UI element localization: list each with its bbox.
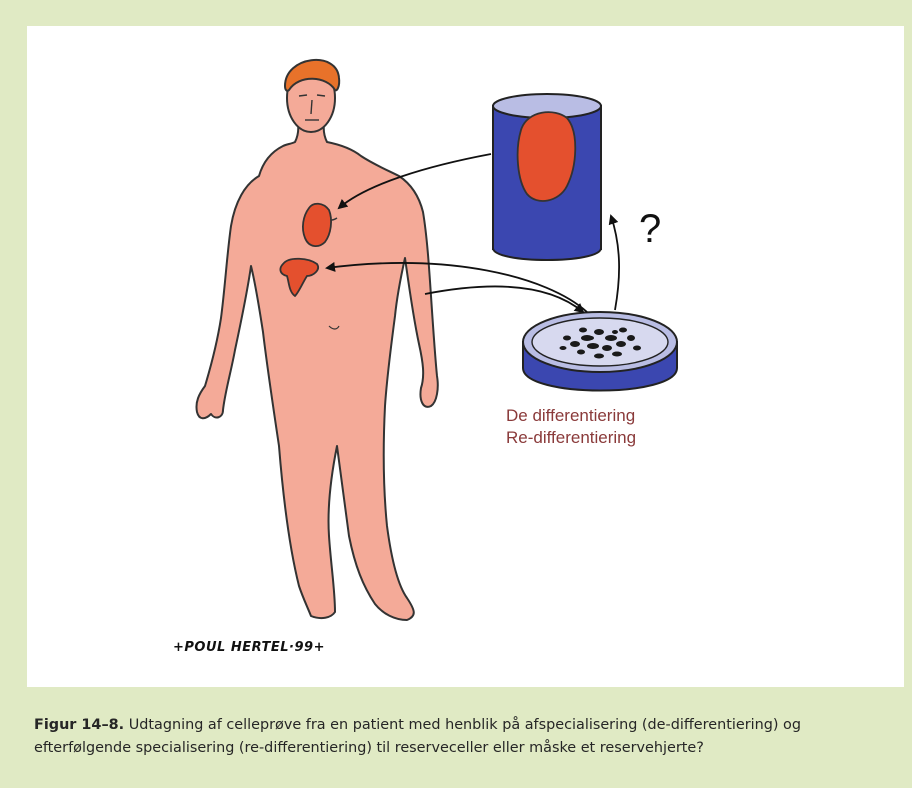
caption-label: Figur 14–8. <box>34 717 124 733</box>
caption-text: Udtagning af celleprøve fra en patient m… <box>34 717 801 756</box>
artist-signature: +POUL HERTEL·99+ <box>173 640 325 655</box>
arrow-body-to-dish <box>425 287 583 312</box>
figure-caption: Figur 14–8. Udtagning af celleprøve fra … <box>34 714 894 760</box>
figure-panel: ? De differentiering Re-differentiering … <box>27 26 904 687</box>
label-re-differentiering: Re-differentiering <box>506 428 636 447</box>
heart-organ <box>303 204 331 246</box>
human-body <box>196 118 437 620</box>
question-mark: ? <box>639 207 661 251</box>
arrow-dish-to-question <box>611 216 619 310</box>
label-de-differentiering: De differentiering <box>506 406 635 425</box>
culture-cylinder <box>493 94 601 260</box>
illustration: ? De differentiering Re-differentiering … <box>27 26 904 687</box>
grown-heart <box>518 112 576 201</box>
petri-dish <box>523 312 677 391</box>
human-figure <box>196 60 437 620</box>
